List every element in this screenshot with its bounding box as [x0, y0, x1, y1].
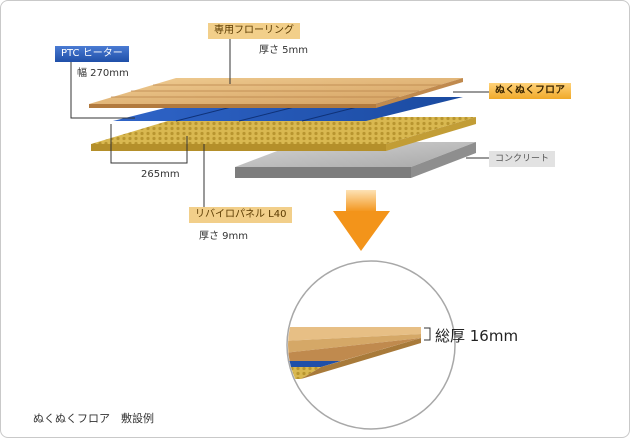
panel-thickness: 厚さ 9mm — [199, 231, 249, 242]
magnifier — [286, 260, 456, 430]
total-thickness: 総厚 16mm — [435, 327, 519, 345]
brand-label: ぬくぬくフロア — [489, 83, 571, 99]
leader-lines — [70, 38, 489, 210]
flooring-label: 専用フローリング — [208, 23, 300, 39]
caption: ぬくぬくフロア 敷設例 — [33, 412, 154, 425]
concrete-label: コンクリート — [489, 151, 556, 167]
flooring-layer — [89, 78, 463, 108]
heater-width: 幅 270mm — [77, 68, 129, 79]
panel-label: リバイロパネル L40 — [189, 207, 293, 223]
heater-pitch: 265mm — [141, 169, 180, 180]
down-arrow-icon — [333, 190, 390, 251]
heater-label: PTC ヒーター — [55, 46, 129, 62]
flooring-thickness: 厚さ 5mm — [259, 45, 309, 56]
